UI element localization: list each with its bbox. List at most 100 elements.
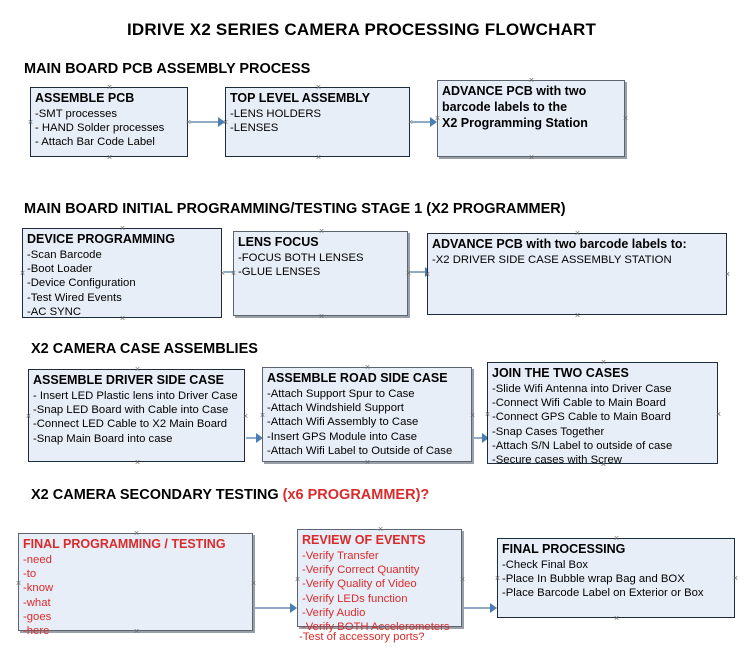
- node-title: LENS FOCUS: [238, 235, 319, 249]
- section-heading-main-board-pcb-assembly: MAIN BOARD PCB ASSEMBLY PROCESS: [24, 61, 311, 77]
- node-line: -SMT processes: [35, 108, 118, 120]
- connection-handle-bottom[interactable]: [315, 154, 322, 161]
- connection-handle-left[interactable]: [484, 411, 491, 418]
- connection-handle-right[interactable]: [242, 413, 249, 420]
- connector-review-of-events-to-final-processing: [463, 607, 493, 609]
- connection-handle-bottom[interactable]: [613, 615, 620, 622]
- node-line: -Insert GPS Module into Case: [267, 430, 418, 443]
- connection-handle-top[interactable]: [613, 535, 620, 542]
- connection-handle-bottom[interactable]: [574, 312, 581, 319]
- node-line: -Scan Barcode: [27, 249, 102, 261]
- connection-handle-top[interactable]: [315, 84, 322, 91]
- connection-handle-top[interactable]: [528, 77, 535, 84]
- node-line: -Attach S/N Label to outside of case: [492, 439, 673, 452]
- connector-final-programming-to-review-of-events: [255, 607, 293, 609]
- node-advance-pcb-programming-station[interactable]: ADVANCE PCB with two barcode labels to t…: [437, 80, 625, 157]
- node-line: -know: [23, 582, 54, 595]
- connection-handle-top[interactable]: [133, 530, 140, 537]
- node-review-of-events[interactable]: REVIEW OF EVENTS -Verify Transfer -Verif…: [294, 526, 462, 633]
- node-line: -Place In Bubble wrap Bag and BOX: [502, 573, 685, 586]
- arrow-head: [482, 433, 489, 443]
- connector-road-case-to-join-cases: [473, 437, 487, 439]
- connection-handle-bottom[interactable]: [134, 459, 141, 466]
- node-title: REVIEW OF EVENTS: [302, 533, 426, 547]
- node-title: ASSEMBLE PCB: [35, 91, 135, 105]
- section-heading-main-board-initial-programming: MAIN BOARD INITIAL PROGRAMMING/TESTING S…: [24, 201, 566, 217]
- connection-handle-right[interactable]: [459, 576, 466, 583]
- node-advance-pcb-driver-side-case[interactable]: ADVANCE PCB with two barcode labels to: …: [427, 233, 727, 315]
- node-final-processing[interactable]: FINAL PROCESSING -Check Final Box -Place…: [497, 538, 735, 618]
- node-title: ADVANCE PCB with two barcode labels to:: [432, 237, 687, 251]
- node-title: FINAL PROCESSING: [502, 542, 626, 556]
- section-heading-x2-camera-case-assemblies: X2 CAMERA CASE ASSEMBLIES: [31, 341, 258, 357]
- arrow-head: [430, 117, 437, 127]
- arrow-head: [256, 433, 263, 443]
- node-assemble-pcb[interactable]: ASSEMBLE PCB -SMT processes - HAND Solde…: [30, 87, 188, 157]
- node-line: -Secure cases with Screw: [492, 454, 622, 467]
- node-line: -Test Wired Events: [27, 291, 122, 304]
- connector-assemble-pcb-to-top-level: [190, 121, 220, 123]
- connection-handle-left[interactable]: [15, 580, 22, 587]
- connection-handle-top[interactable]: [134, 366, 141, 373]
- connector-driver-case-to-road-case: [246, 437, 260, 439]
- node-line: -Verify LEDs function: [302, 592, 408, 605]
- node-title-cont: barcode labels to the: [442, 100, 568, 114]
- node-line: -Verify Correct Quantity: [302, 564, 420, 577]
- node-line: -what: [23, 596, 51, 609]
- connection-handle-top[interactable]: [600, 359, 607, 366]
- node-line: -Slide Wifi Antenna into Driver Case: [492, 383, 672, 395]
- node-title: ASSEMBLE ROAD SIDE CASE: [267, 371, 448, 385]
- connection-handle-bottom[interactable]: [318, 313, 325, 320]
- node-device-programming[interactable]: DEVICE PROGRAMMING -Scan Barcode -Boot L…: [22, 228, 222, 318]
- node-line: - Insert LED Plastic lens into Driver Ca…: [33, 390, 238, 402]
- node-assemble-driver-side-case[interactable]: ASSEMBLE DRIVER SIDE CASE - Insert LED P…: [28, 369, 245, 462]
- node-line: -need: [23, 554, 52, 566]
- connection-handle-right[interactable]: [724, 271, 731, 278]
- connection-handle-left[interactable]: [259, 412, 266, 419]
- connection-handle-bottom[interactable]: [528, 154, 535, 161]
- node-line: -AC SYNC: [27, 305, 81, 318]
- node-line: -Check Final Box: [502, 559, 589, 571]
- node-final-programming-testing[interactable]: FINAL PROGRAMMING / TESTING -need -to -k…: [15, 530, 253, 637]
- connection-handle-top[interactable]: [119, 225, 126, 232]
- connector-lens-focus-to-advance-pcb: [410, 271, 430, 273]
- connection-handle-left[interactable]: [294, 576, 301, 583]
- connection-handle-bottom[interactable]: [364, 459, 371, 466]
- connection-handle-left[interactable]: [25, 413, 32, 420]
- node-line: -FOCUS BOTH LENSES: [238, 252, 364, 264]
- node-title: ASSEMBLE DRIVER SIDE CASE: [33, 373, 225, 387]
- node-join-the-two-cases[interactable]: JOIN THE TWO CASES -Slide Wifi Antenna i…: [484, 359, 718, 467]
- connection-handle-bottom[interactable]: [106, 154, 113, 161]
- connection-handle-top[interactable]: [106, 84, 113, 91]
- connection-handle-right[interactable]: [250, 580, 257, 587]
- connection-handle-top[interactable]: [377, 526, 384, 533]
- connection-handle-left[interactable]: [494, 575, 501, 582]
- section-heading-sub: (x6 PROGRAMMER)?: [282, 487, 430, 503]
- node-line: -X2 DRIVER SIDE CASE ASSEMBLY STATION: [432, 254, 672, 266]
- node-line: -Connect Wifi Cable to Main Board: [492, 397, 666, 410]
- connection-handle-left[interactable]: [19, 270, 26, 277]
- node-title: TOP LEVEL ASSEMBLY: [230, 91, 371, 105]
- node-line: -GLUE LENSES: [238, 266, 321, 279]
- node-top-level-assembly[interactable]: TOP LEVEL ASSEMBLY -LENS HOLDERS -LENSES: [225, 87, 410, 157]
- connection-handle-right[interactable]: [622, 115, 629, 122]
- node-title: ADVANCE PCB with two: [442, 84, 587, 98]
- node-line: -Connect GPS Cable to Main Board: [492, 411, 671, 424]
- connector-top-level-to-advance-pcb: [412, 121, 434, 123]
- node-line: -Verify Audio: [302, 606, 366, 619]
- connection-handle-right[interactable]: [469, 412, 476, 419]
- node-lens-focus[interactable]: LENS FOCUS -FOCUS BOTH LENSES -GLUE LENS…: [233, 231, 408, 316]
- arrow-head: [490, 603, 497, 613]
- node-line: -Verify BOTH Accelerometers: [302, 621, 450, 634]
- node-line: -Snap LED Board with Cable into Case: [33, 404, 229, 417]
- connection-handle-right[interactable]: [732, 575, 739, 582]
- connection-handle-right[interactable]: [715, 411, 722, 418]
- connection-handle-top[interactable]: [574, 230, 581, 237]
- connection-handle-top[interactable]: [318, 228, 325, 235]
- node-line: -Verify Transfer: [302, 550, 379, 562]
- connection-handle-top[interactable]: [364, 364, 371, 371]
- connection-handle-left[interactable]: [27, 119, 34, 126]
- node-assemble-road-side-case[interactable]: ASSEMBLE ROAD SIDE CASE -Attach Support …: [262, 367, 472, 462]
- node-line: -Place Barcode Label on Exterior or Box: [502, 587, 704, 600]
